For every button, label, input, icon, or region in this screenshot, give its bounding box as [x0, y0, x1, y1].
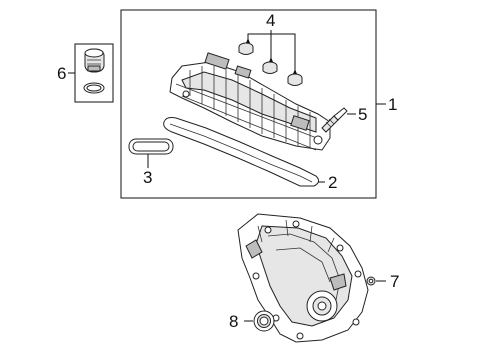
valve-cover: [169, 52, 331, 151]
callout-3: 3: [143, 168, 152, 187]
callout-6: 6: [57, 64, 66, 83]
cover-fitting: [366, 276, 376, 286]
callout-4: 4: [266, 11, 275, 30]
leader-4: [246, 30, 297, 74]
callout-7: 7: [390, 272, 399, 291]
oil-filler-cap: [84, 48, 105, 73]
callout-1: 1: [388, 95, 397, 114]
callout-2: 2: [328, 173, 337, 192]
pcv-valve: [321, 107, 348, 133]
grommet-left: [238, 42, 254, 55]
callout-5: 5: [358, 105, 367, 124]
callout-8: 8: [229, 312, 238, 331]
grommet-middle: [262, 61, 278, 74]
spark-plug-seal: [128, 138, 174, 155]
grommet-right: [287, 73, 303, 86]
timing-cover: [237, 213, 369, 343]
crankshaft-seal: [253, 310, 275, 332]
filler-cap-seal: [83, 82, 105, 94]
